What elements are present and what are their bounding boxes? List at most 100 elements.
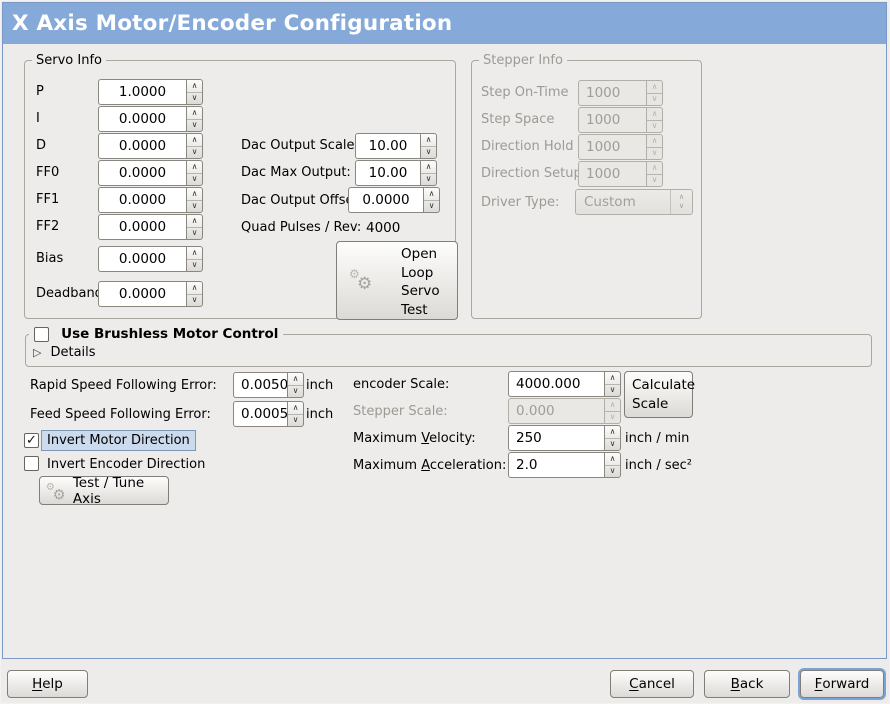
spin-up-button[interactable]: ∧ <box>647 162 662 175</box>
max-velocity-input[interactable]: 250 <box>508 425 604 451</box>
spin-up-button[interactable]: ∧ <box>605 399 620 412</box>
encoder-scale-input[interactable]: 4000.000 <box>508 371 604 397</box>
spin-up-button[interactable]: ∧ <box>421 134 436 147</box>
spin-up-button[interactable]: ∧ <box>605 453 620 466</box>
ff0-spinbox: 0.0000∧∨ <box>98 160 203 186</box>
stepper-info-frame-label: Stepper Info <box>479 53 567 68</box>
direction-setup-input: 1000 <box>578 161 646 187</box>
dac-output-scale-spinbox: 10.00∧∨ <box>355 133 437 159</box>
calculate-scale-button[interactable]: Calculate Scale <box>624 371 696 418</box>
spin-up-button[interactable]: ∧ <box>187 161 202 174</box>
details-expander[interactable]: ▷ Details <box>33 345 96 360</box>
brushless-frame <box>25 334 872 367</box>
spin-down-button[interactable]: ∨ <box>609 412 616 422</box>
page-title: X Axis Motor/Encoder Configuration <box>12 11 453 36</box>
spin-down-button[interactable]: ∨ <box>191 201 198 211</box>
dac-output-offset-spinbox: 0.0000∧∨ <box>348 187 440 213</box>
spin-up-button[interactable]: ∧ <box>647 108 662 121</box>
spin-down-button[interactable]: ∨ <box>651 121 658 131</box>
spin-down-button[interactable]: ∨ <box>191 260 198 270</box>
i-input[interactable]: 0.0000 <box>98 106 186 132</box>
spin-up-button[interactable]: ∧ <box>605 426 620 439</box>
spin-up-button[interactable]: ∧ <box>288 402 303 415</box>
spin-up-button[interactable]: ∧ <box>647 135 662 148</box>
spin-down-button[interactable]: ∨ <box>651 148 658 158</box>
spin-up-button[interactable]: ∧ <box>187 282 202 295</box>
spin-down-button[interactable]: ∨ <box>292 415 299 425</box>
ff0-label: FF0 <box>36 165 60 180</box>
spin-down-button[interactable]: ∨ <box>191 147 198 157</box>
spin-up-button[interactable]: ∧ <box>605 372 620 385</box>
spin-up-button[interactable]: ∧ <box>187 107 202 120</box>
spin-down-button[interactable]: ∨ <box>425 174 432 184</box>
bias-label: Bias <box>36 251 64 266</box>
spin-down-button[interactable]: ∨ <box>609 439 616 449</box>
spin-up-button[interactable]: ∧ <box>187 134 202 147</box>
test-tune-axis-button[interactable]: ⚙⚙ Test / Tune Axis <box>39 475 169 507</box>
spin-down-button[interactable]: ∨ <box>651 94 658 104</box>
ff2-label: FF2 <box>36 219 60 234</box>
i-spinbox: 0.0000∧∨ <box>98 106 203 132</box>
direction-setup-label: Direction Setup <box>481 166 582 181</box>
ff1-spinbox: 0.0000∧∨ <box>98 187 203 213</box>
gears-icon: ⚙⚙ <box>45 480 66 504</box>
spin-down-button[interactable]: ∨ <box>191 120 198 130</box>
spin-up-button[interactable]: ∧ <box>288 373 303 386</box>
ff2-input[interactable]: 0.0000 <box>98 214 186 240</box>
spin-up-button[interactable]: ∧ <box>187 188 202 201</box>
spin-down-button[interactable]: ∨ <box>651 175 658 185</box>
spin-down-button[interactable]: ∨ <box>191 174 198 184</box>
open-loop-servo-test-button[interactable]: ⚙⚙ Open Loop Servo Test <box>336 241 458 320</box>
stepper-scale-label: Stepper Scale: <box>353 404 448 419</box>
max-acceleration-input[interactable]: 2.0 <box>508 452 604 478</box>
spin-down-button[interactable]: ∨ <box>191 295 198 305</box>
spin-down-button[interactable]: ∨ <box>428 201 435 211</box>
spin-up-button[interactable]: ∧ <box>421 161 436 174</box>
dac-output-scale-input[interactable]: 10.00 <box>355 133 420 159</box>
rapid-following-error-input[interactable]: 0.0050 <box>233 372 287 398</box>
spin-down-button[interactable]: ∨ <box>425 147 432 157</box>
step-space-label: Step Space <box>481 112 555 127</box>
spin-down-button[interactable]: ∨ <box>609 385 616 395</box>
max-velocity-unit: inch / min <box>625 431 690 446</box>
bias-input[interactable]: 0.0000 <box>98 246 186 272</box>
brushless-checkbox-row: Use Brushless Motor Control <box>29 326 284 342</box>
feed-following-error-input[interactable]: 0.0005 <box>233 401 287 427</box>
d-input[interactable]: 0.0000 <box>98 133 186 159</box>
combo-arrows-icon: ∧∨ <box>670 190 692 214</box>
driver-type-label: Driver Type: <box>481 195 560 210</box>
spin-down-button[interactable]: ∨ <box>191 93 198 103</box>
invert-motor-label[interactable]: Invert Motor Direction <box>41 430 196 451</box>
step-on-time-label: Step On-Time <box>481 85 569 100</box>
ff1-input[interactable]: 0.0000 <box>98 187 186 213</box>
spin-up-button[interactable]: ∧ <box>187 80 202 93</box>
spin-down-button[interactable]: ∨ <box>191 228 198 238</box>
use-brushless-checkbox[interactable] <box>34 326 49 342</box>
dac-output-offset-input[interactable]: 0.0000 <box>348 187 423 213</box>
invert-motor-checkbox[interactable]: ✓ <box>24 433 39 448</box>
calculate-scale-label: Calculate Scale <box>632 376 696 412</box>
dac-max-output-input[interactable]: 10.00 <box>355 160 420 186</box>
p-input[interactable]: 1.0000 <box>98 79 186 105</box>
invert-encoder-label[interactable]: Invert Encoder Direction <box>47 457 206 472</box>
step-space-input: 1000 <box>578 107 646 133</box>
spin-up-button[interactable]: ∧ <box>647 81 662 94</box>
encoder-scale-label: encoder Scale: <box>353 377 450 392</box>
ff0-input[interactable]: 0.0000 <box>98 160 186 186</box>
spin-up-button[interactable]: ∧ <box>187 215 202 228</box>
spin-up-button[interactable]: ∧ <box>187 247 202 260</box>
ff1-label: FF1 <box>36 192 60 207</box>
deadband-input[interactable]: 0.0000 <box>98 281 186 307</box>
spin-down-button[interactable]: ∨ <box>609 466 616 476</box>
spin-down-button[interactable]: ∨ <box>292 386 299 396</box>
invert-encoder-checkbox[interactable] <box>24 456 39 471</box>
dac-max-output-label: Dac Max Output: <box>241 165 351 180</box>
quad-pulses-value: 4000 <box>366 220 401 236</box>
rapid-following-error-spinbox: 0.0050∧∨ <box>233 372 304 398</box>
spin-up-button[interactable]: ∧ <box>424 188 439 201</box>
dac-output-scale-label: Dac Output Scale: <box>241 138 359 153</box>
